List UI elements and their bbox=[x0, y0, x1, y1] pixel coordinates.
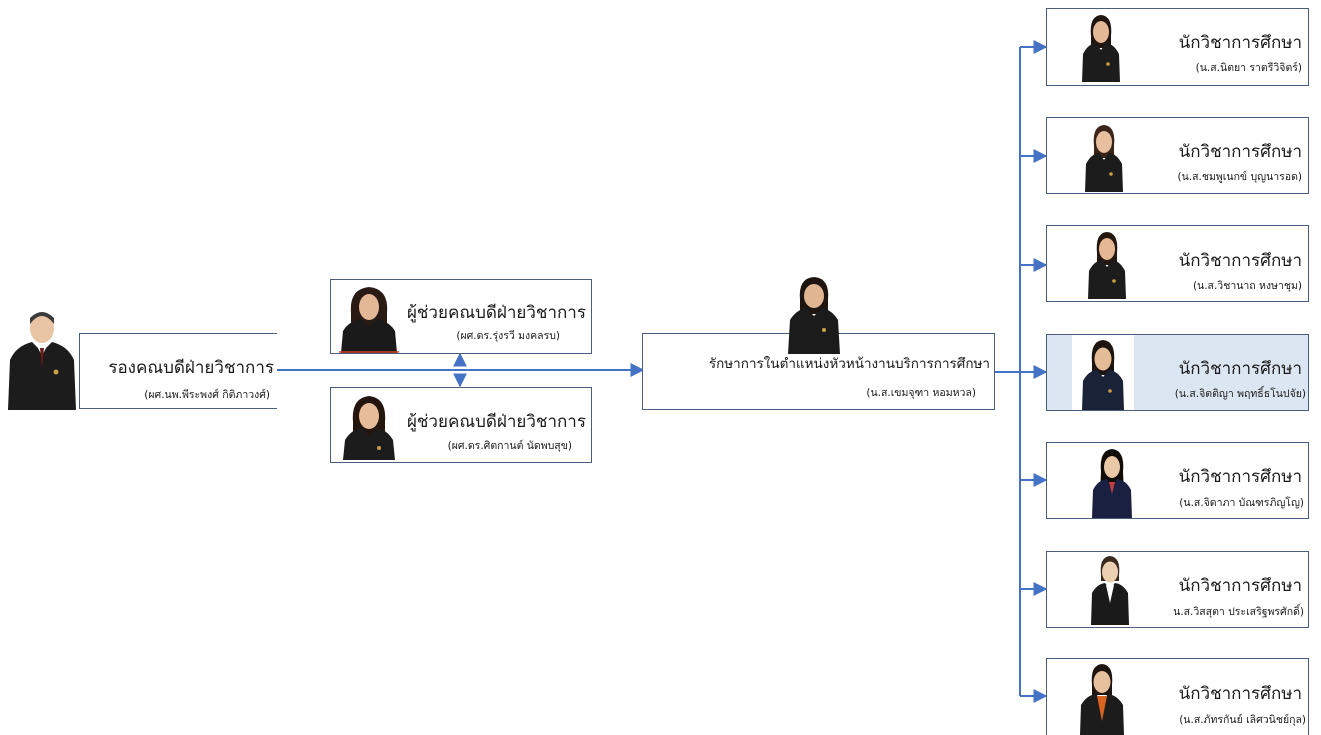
assistant-name-1: (ผศ.ดร.รุ่งรวี มงคลรบ) bbox=[456, 330, 560, 342]
staff-photo-3 bbox=[1086, 229, 1128, 299]
assistant-photo-1 bbox=[337, 283, 401, 353]
staff-title-5: นักวิชาการศึกษา bbox=[1178, 467, 1302, 487]
staff-title-7: นักวิชาการศึกษา bbox=[1178, 684, 1302, 704]
vice-dean-title: รองคณบดีฝ่ายวิชาการ bbox=[108, 358, 274, 378]
staff-name-7: (น.ส.ภัทรกันย์ เลิศวนิชย์กุล) bbox=[1179, 714, 1306, 726]
staff-name-2: (น.ส.ชมพูเนกข์ บุญนารอด) bbox=[1177, 171, 1302, 183]
staff-name-6: น.ส.วิสสุตา ประเสริฐพรศักดิ์) bbox=[1173, 606, 1304, 618]
staff-title-3: นักวิชาการศึกษา bbox=[1178, 251, 1302, 271]
staff-photo-1 bbox=[1080, 12, 1122, 82]
vice-dean-name: (ผศ.นพ.พีระพงศ์ กิติภาวงศ์) bbox=[144, 389, 270, 401]
staff-photo-4 bbox=[1072, 335, 1134, 410]
head-title: รักษาการในตำแหน่งหัวหน้างานบริการการศึกษ… bbox=[708, 356, 990, 372]
staff-title-2: นักวิชาการศึกษา bbox=[1178, 142, 1302, 162]
assistant-title-2: ผู้ช่วยคณบดีฝ่ายวิชาการ bbox=[406, 412, 586, 432]
vice-dean-photo bbox=[8, 304, 76, 410]
head-name: (น.ส.เขมจุฑา หอมหวล) bbox=[866, 387, 976, 399]
staff-name-1: (น.ส.นิตยา ราตรีวิจิตร์) bbox=[1195, 62, 1302, 74]
staff-photo-6 bbox=[1089, 553, 1131, 625]
staff-box-6 bbox=[1046, 551, 1309, 628]
staff-title-4: นักวิชาการศึกษา bbox=[1178, 359, 1302, 379]
assistant-title-1: ผู้ช่วยคณบดีฝ่ายวิชาการ bbox=[406, 303, 586, 323]
staff-name-3: (น.ส.วิชานาถ หงษาชุม) bbox=[1192, 280, 1302, 292]
staff-name-5: (น.ส.จิดาภา บัณฑรภิญโญ) bbox=[1179, 497, 1304, 509]
staff-title-1: นักวิชาการศึกษา bbox=[1178, 33, 1302, 53]
staff-name-4: (น.ส.จิตติญา พฤทธิ์ธโนปจัย) bbox=[1174, 388, 1306, 400]
staff-box-5 bbox=[1046, 442, 1309, 519]
head-photo bbox=[786, 274, 842, 354]
staff-photo-7 bbox=[1078, 661, 1126, 735]
assistant-photo-2 bbox=[339, 392, 399, 460]
assistant-name-2: (ผศ.ดร.ศิตกานต์ นัดพบสุข) bbox=[447, 440, 572, 452]
vice-dean-box bbox=[79, 333, 277, 409]
staff-photo-2 bbox=[1083, 122, 1125, 192]
staff-title-6: นักวิชาการศึกษา bbox=[1178, 576, 1302, 596]
staff-photo-5 bbox=[1090, 446, 1134, 518]
